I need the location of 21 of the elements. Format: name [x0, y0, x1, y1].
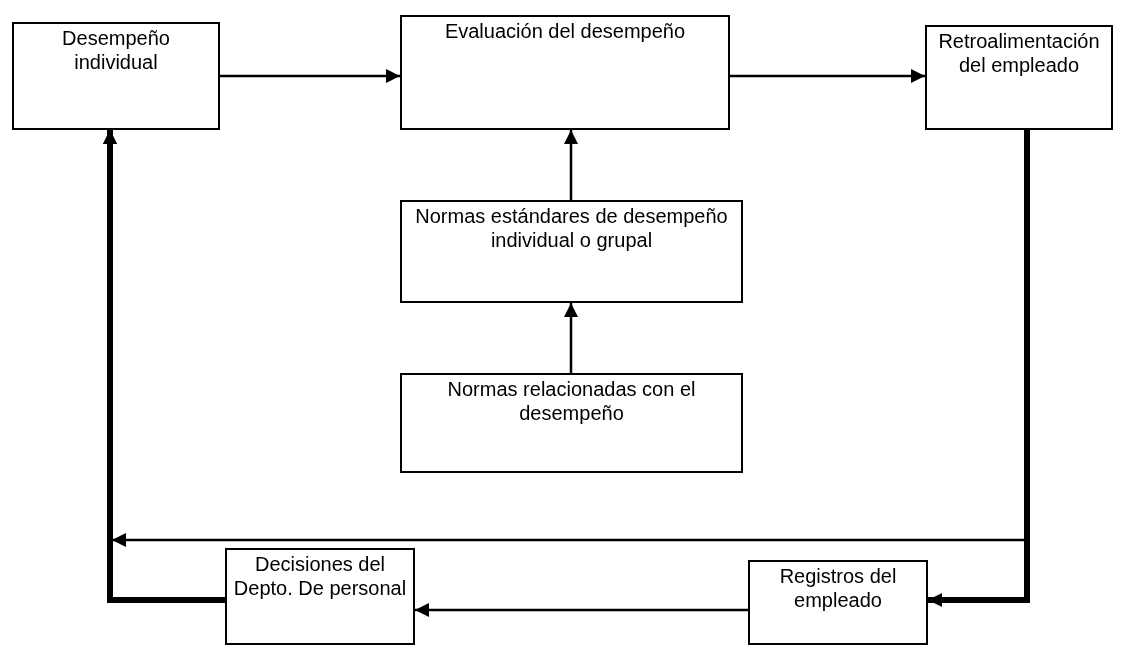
- process-box: [748, 560, 928, 645]
- arrow: [103, 130, 225, 603]
- box-label: Desempeño individual: [61, 26, 171, 74]
- process-box: [925, 25, 1113, 130]
- process-box: [225, 548, 415, 645]
- box-label: Normas relacionadas con el desempeño: [446, 377, 697, 425]
- process-box: [400, 15, 730, 130]
- box-label: Evaluación del desempeño: [444, 19, 686, 43]
- process-box: [400, 373, 743, 473]
- arrow: [564, 303, 578, 373]
- arrow: [730, 69, 925, 83]
- arrow: [928, 130, 1030, 607]
- arrow: [415, 603, 748, 617]
- process-box: [12, 22, 220, 130]
- box-label: Normas estándares de desempeño individual o grupal: [414, 204, 729, 252]
- arrow: [220, 69, 400, 83]
- process-box: [400, 200, 743, 303]
- box-label: Decisiones del Depto. De personal: [232, 552, 408, 600]
- arrow: [564, 130, 578, 200]
- box-label: Registros del empleado: [778, 564, 898, 612]
- box-label: Retroalimentación del empleado: [937, 29, 1101, 77]
